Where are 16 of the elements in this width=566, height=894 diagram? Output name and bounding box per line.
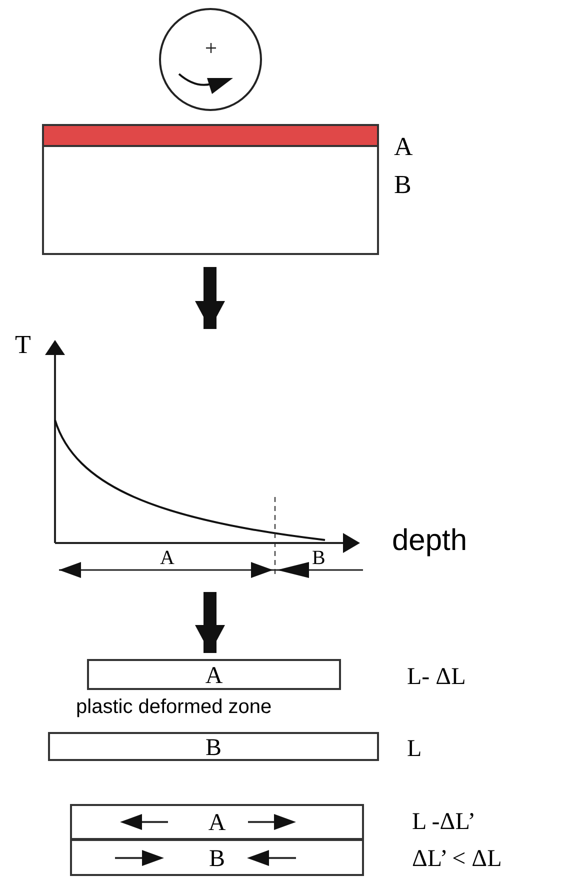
grinding-wheel xyxy=(159,8,262,111)
flow-arrow xyxy=(195,592,225,653)
layer-letter: A xyxy=(394,134,413,160)
layer-letter: A xyxy=(208,811,226,835)
flow-arrow xyxy=(195,267,225,329)
axis-label: depth xyxy=(392,526,468,556)
layer-letter: B xyxy=(206,736,222,760)
layer-letter: B xyxy=(209,846,225,870)
length-label: L xyxy=(407,737,422,761)
length-label: ΔL’ < ΔL xyxy=(412,847,502,871)
length-label: L- ΔL xyxy=(407,665,466,689)
layer-letter: B xyxy=(394,172,412,198)
axis-label: T xyxy=(15,332,31,358)
zone-caption: plastic deformed zone xyxy=(76,697,272,717)
layer-letter: A xyxy=(205,664,223,688)
length-label: L -ΔL’ xyxy=(412,810,476,834)
